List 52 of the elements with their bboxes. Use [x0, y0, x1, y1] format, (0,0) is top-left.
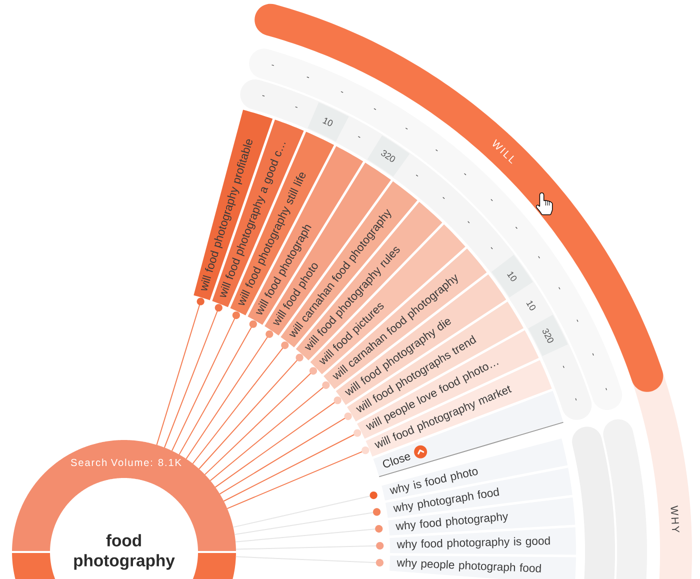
spoke-line	[210, 381, 330, 482]
spoke-line	[171, 312, 240, 452]
value-label: -	[538, 256, 540, 258]
value-label: -	[592, 353, 594, 356]
value-label: -	[436, 149, 438, 152]
value-cell: 10	[491, 254, 533, 298]
value-label: -	[295, 106, 298, 108]
spoke-line	[232, 492, 378, 528]
value-label: -	[468, 221, 470, 224]
value-label: -	[576, 320, 578, 322]
value-label: -	[340, 91, 344, 93]
value-label: -	[515, 226, 518, 229]
spoke-line	[186, 330, 274, 460]
value-cell: 10	[308, 102, 349, 142]
value-cell: 320	[528, 314, 568, 356]
value-label: -	[490, 247, 493, 250]
value-label: -	[490, 199, 493, 202]
node-label: photography	[74, 554, 175, 570]
spoke-line	[223, 429, 362, 502]
spoke-line	[178, 320, 257, 456]
value-label: -	[374, 108, 376, 110]
value-label: -	[272, 64, 274, 66]
value-label: -	[262, 95, 265, 96]
value-label: -	[562, 366, 564, 368]
spoke-line	[235, 542, 384, 550]
value-label: -	[306, 76, 310, 78]
spoke-line	[234, 508, 381, 535]
value-label: -	[358, 136, 360, 138]
node-label: Close	[382, 454, 410, 468]
spoke-line	[219, 412, 352, 494]
node-label: why food photography is good	[396, 536, 550, 550]
spoke-line	[214, 396, 342, 488]
keyword-row: why people photograph food	[389, 556, 576, 579]
value-label: 10	[526, 300, 536, 310]
ring-band	[603, 419, 647, 579]
value-label: -	[558, 287, 560, 290]
spoke-line	[164, 304, 222, 448]
value-label: -	[464, 173, 466, 176]
spoke-line	[235, 556, 384, 567]
spoke-line	[198, 354, 304, 470]
keyword-hub: Search Volume: 8.1K food photography	[12, 440, 236, 579]
spoke-line	[156, 298, 204, 446]
value-label: -	[606, 388, 607, 390]
value-cell: 320	[367, 135, 410, 177]
value-label: -	[416, 174, 418, 177]
spoke-line	[192, 342, 289, 464]
spoke-line	[204, 367, 318, 476]
spoke-line	[235, 525, 383, 542]
spoke-line	[226, 446, 370, 510]
value-label: -	[575, 398, 577, 401]
value-label: -	[405, 128, 408, 130]
value-label: -	[442, 196, 445, 199]
